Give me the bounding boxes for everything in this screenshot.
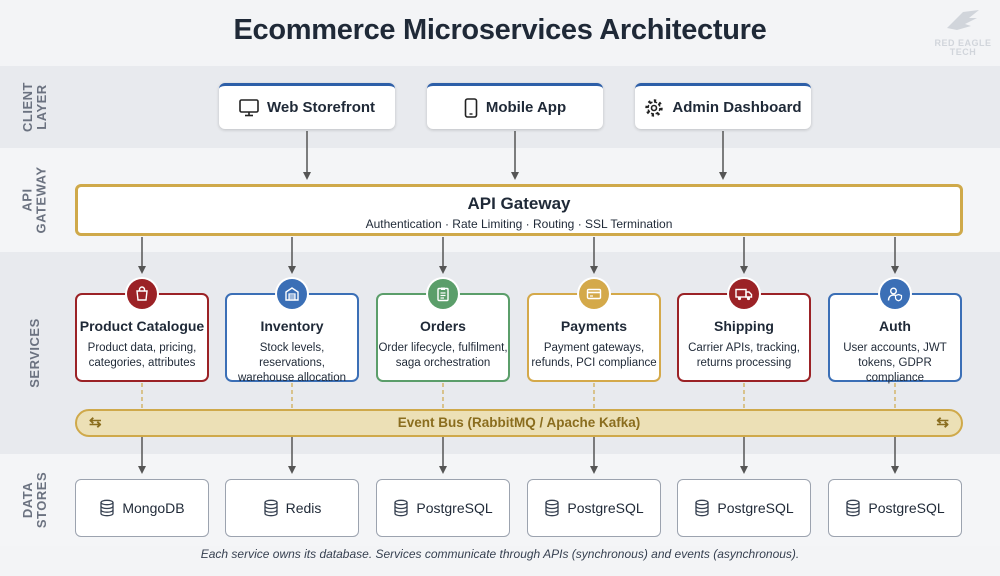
store-label: MongoDB (122, 500, 185, 516)
store-label: PostgreSQL (416, 500, 493, 516)
logo-line1: RED EAGLE (934, 38, 992, 48)
service-name: Payments (560, 318, 628, 334)
client-label: Admin Dashboard (672, 99, 802, 116)
event-bus-label: Event Bus (RabbitMQ / Apache Kafka) (397, 415, 641, 430)
service-desc: Stock levels, reservations,warehouse all… (237, 342, 347, 384)
service-desc: Order lifecycle, fulfilment,saga orchest… (378, 342, 508, 369)
phone-icon (464, 97, 478, 118)
store-label: PostgreSQL (567, 500, 644, 516)
service-desc: Carrier APIs, tracking,returns processin… (688, 342, 800, 369)
client-admin-dashboard[interactable]: Admin Dashboard (635, 83, 811, 129)
client-label: Web Storefront (266, 99, 376, 116)
database-icon (846, 499, 861, 517)
store-postgresql-shipping[interactable]: PostgreSQL (677, 479, 811, 537)
store-postgresql-auth[interactable]: PostgreSQL (828, 479, 962, 537)
truck-icon (729, 279, 759, 309)
gear-icon (645, 98, 664, 117)
service-name: Inventory (260, 318, 324, 334)
store-postgresql-payments[interactable]: PostgreSQL (527, 479, 661, 537)
eagle-icon (947, 10, 979, 30)
card-icon (579, 279, 609, 309)
store-label: PostgreSQL (868, 500, 945, 516)
service-product-catalogue[interactable]: Product Catalogue Product data, pricing,… (75, 293, 209, 382)
service-name: Shipping (714, 318, 774, 334)
warehouse-icon (277, 279, 307, 309)
store-mongodb[interactable]: MongoDB (75, 479, 209, 537)
swap-arrows-icon: ⇆ (89, 414, 102, 431)
database-icon (394, 499, 409, 517)
event-bus[interactable]: ⇆ Event Bus (RabbitMQ / Apache Kafka) ⇆ (75, 409, 963, 437)
service-name: Orders (420, 318, 466, 334)
database-icon (263, 499, 278, 517)
footer-note: Each service owns its database. Services… (200, 547, 800, 561)
logo: RED EAGLE TECH (928, 8, 998, 57)
monitor-icon (239, 98, 259, 116)
service-desc: Payment gateways,refunds, PCI compliance (531, 342, 657, 369)
client-web-storefront[interactable]: Web Storefront (219, 83, 395, 129)
store-label: Redis (285, 500, 322, 516)
database-icon (695, 499, 710, 517)
client-label: Mobile App (485, 99, 567, 116)
clipboard-icon (428, 279, 458, 309)
store-label: PostgreSQL (717, 500, 794, 516)
gateway-title: API Gateway (467, 194, 571, 213)
store-postgresql-orders[interactable]: PostgreSQL (376, 479, 510, 537)
page-title: Ecommerce Microservices Architecture (233, 14, 767, 46)
swap-arrows-icon: ⇆ (936, 414, 949, 431)
gateway-subtitle: Authentication · Rate Limiting · Routing… (365, 217, 673, 231)
database-icon (545, 499, 560, 517)
api-gateway-box[interactable]: API Gateway Authentication · Rate Limiti… (75, 184, 963, 236)
service-inventory[interactable]: Inventory Stock levels, reservations,war… (225, 293, 359, 384)
service-desc: Product data, pricing,categories, attrib… (87, 342, 197, 369)
logo-line2: TECH (949, 47, 977, 57)
service-name: Product Catalogue (79, 318, 205, 334)
bag-icon (127, 279, 157, 309)
database-icon (100, 499, 115, 517)
store-redis[interactable]: Redis (225, 479, 359, 537)
user-shield-icon (880, 279, 910, 309)
service-name: Auth (879, 318, 911, 334)
client-mobile-app[interactable]: Mobile App (427, 83, 603, 129)
